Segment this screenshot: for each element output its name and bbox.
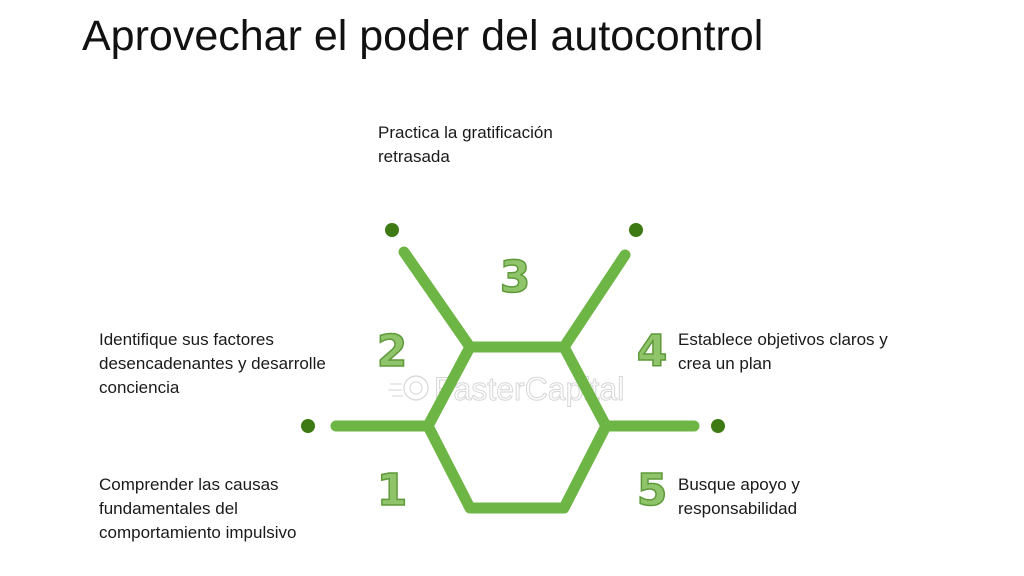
step-label-line: Busque apoyo y <box>678 475 800 494</box>
step-label-line: responsabilidad <box>678 499 798 518</box>
hexagon-network <box>330 246 700 514</box>
step-label-2: Identifique sus factores desencadenantes… <box>99 328 326 400</box>
step-label-line: fundamentales del <box>99 499 238 518</box>
dot-left <box>301 419 315 433</box>
branch-top-right <box>558 249 631 353</box>
page-title: Aprovechar el poder del autocontrol <box>82 12 764 60</box>
dot-right <box>711 419 725 433</box>
branch-top-left <box>398 246 476 353</box>
step-label-4: Establece objetivos claros y crea un pla… <box>678 328 888 376</box>
dot-top-right <box>629 223 643 237</box>
step-number-4: 4 <box>637 326 668 377</box>
step-label-line: Comprender las causas <box>99 475 279 494</box>
gear-icon <box>388 375 429 401</box>
step-label-line: Practica la gratificación <box>378 123 553 142</box>
step-label-1: Comprender las causas fundamentales del … <box>99 473 296 545</box>
step-label-line: comportamiento impulsivo <box>99 523 297 542</box>
step-label-line: conciencia <box>99 378 180 397</box>
step-label-3: Practica la gratificación retrasada <box>378 121 553 169</box>
step-label-line: Establece objetivos claros y <box>678 330 888 349</box>
step-label-line: retrasada <box>378 147 450 166</box>
step-label-line: desencadenantes y desarrolle <box>99 354 326 373</box>
step-label-line: crea un plan <box>678 354 772 373</box>
step-number-2: 2 <box>377 326 408 377</box>
dot-top-left <box>385 223 399 237</box>
step-label-line: Identifique sus factores <box>99 330 274 349</box>
step-label-5: Busque apoyo y responsabilidad <box>678 473 800 521</box>
step-number-3: 3 <box>500 252 531 303</box>
step-number-5: 5 <box>637 465 668 516</box>
step-number-1: 1 <box>377 465 408 516</box>
